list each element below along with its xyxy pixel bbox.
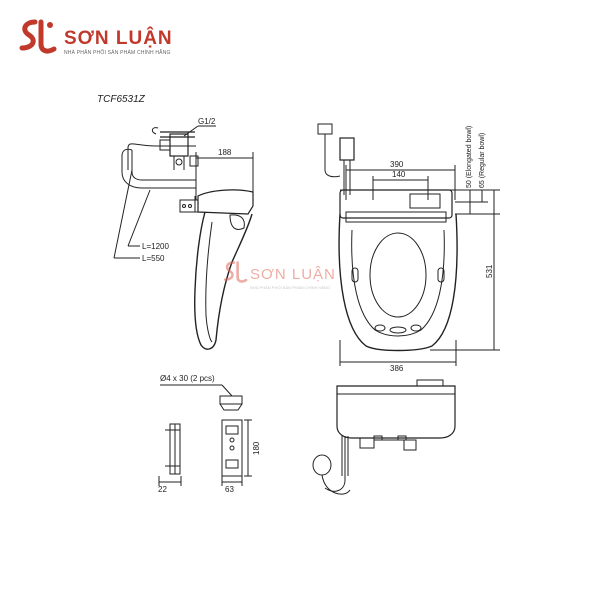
front-view (312, 379, 456, 495)
label-390: 390 (390, 160, 404, 169)
label-188: 188 (218, 148, 232, 157)
screw-detail (160, 384, 243, 411)
label-elongated: 50 (Elongated bowl) (466, 126, 473, 188)
label-180: 180 (252, 441, 261, 455)
watermark: SƠN LUẬN NHÀ PHÂN PHỐI SẢN PHẨM CHÍNH HÃ… (222, 258, 362, 298)
label-regular: 65 (Regular bowl) (479, 133, 486, 188)
label-386: 386 (390, 364, 404, 373)
label-22: 22 (158, 485, 167, 494)
brand-logo: SƠN LUẬN NHÀ PHÂN PHỐI SẢN PHẨM CHÍNH HÃ… (17, 18, 197, 58)
label-63: 63 (225, 485, 234, 494)
brand-name: SƠN LUẬN (64, 28, 173, 49)
label-531: 531 (485, 264, 494, 278)
side-view (113, 125, 254, 350)
label-g12: G1/2 (198, 117, 216, 126)
watermark-tagline: NHÀ PHÂN PHỐI SẢN PHẨM CHÍNH HÃNG (250, 285, 331, 290)
watermark-logo-icon (223, 261, 248, 283)
label-screw: Ø4 x 30 (2 pcs) (160, 374, 215, 383)
brand-tagline: NHÀ PHÂN PHỐI SẢN PHẨM CHÍNH HÃNG (64, 50, 171, 56)
label-l550: L=550 (142, 254, 165, 263)
label-l1200: L=1200 (142, 242, 169, 251)
brand-logo-icon (19, 19, 57, 54)
watermark-name: SƠN LUẬN (250, 266, 336, 283)
model-number: TCF6531Z (97, 94, 145, 105)
label-140: 140 (392, 170, 406, 179)
top-view (317, 123, 500, 366)
bracket-detail (158, 419, 252, 486)
